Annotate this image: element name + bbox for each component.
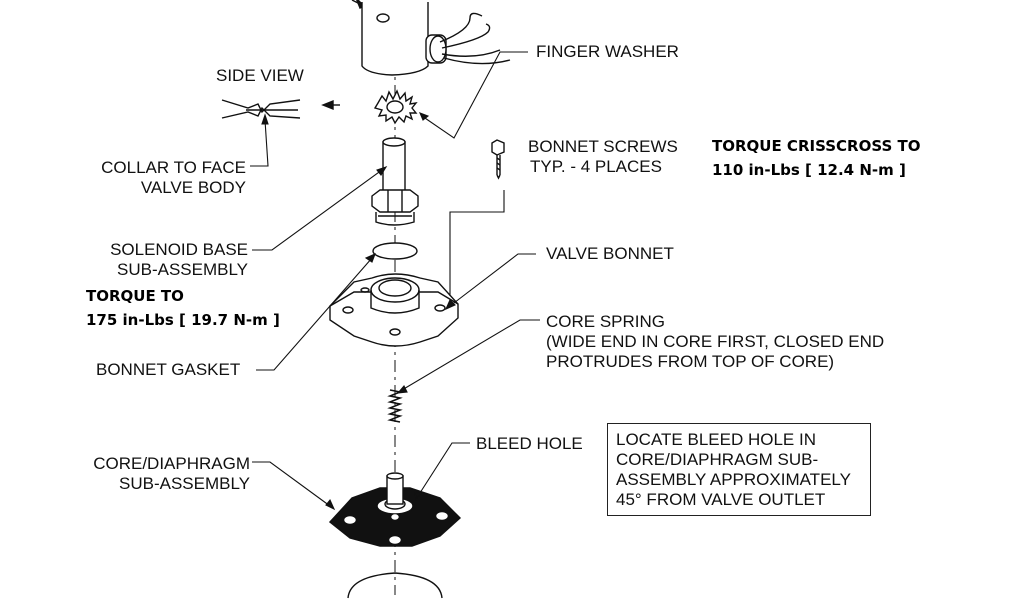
solenoid-base	[371, 137, 419, 226]
torque-crisscross-line-2: 110 in-Lbs [ 12.4 N-m ]	[712, 161, 906, 179]
label-collar: COLLAR TO FACE VALVE BODY	[90, 158, 246, 198]
note-line-2: CORE/DIAPHRAGM SUB-	[616, 450, 819, 469]
torque-base-line-1: TORQUE TO	[86, 287, 184, 305]
valve-body-top	[347, 572, 443, 599]
label-core-diaphragm: CORE/DIAPHRAGM SUB-ASSEMBLY	[80, 454, 250, 494]
torque-crisscross-note: TORQUE CRISSCROSS TO 110 in-Lbs [ 12.4 N…	[712, 134, 920, 182]
label-valve-bonnet: VALVE BONNET	[546, 244, 674, 263]
label-core-spring-line-3: PROTRUDES FROM TOP OF CORE)	[546, 352, 835, 371]
valve-bonnet	[329, 273, 459, 347]
bonnet-gasket	[372, 242, 418, 260]
torque-base-line-2: 175 in-Lbs [ 19.7 N-m ]	[86, 311, 280, 329]
label-solenoid-base-line-2: SUB-ASSEMBLY	[116, 260, 248, 279]
note-line-1: LOCATE BLEED HOLE IN	[616, 430, 816, 449]
bonnet-screw	[491, 139, 505, 180]
label-core-spring: CORE SPRING (WIDE END IN CORE FIRST, CLO…	[546, 312, 884, 372]
bleed-hole-note-box: LOCATE BLEED HOLE IN CORE/DIAPHRAGM SUB-…	[607, 423, 871, 516]
label-bonnet-screws: BONNET SCREWS TYP. - 4 PLACES	[528, 137, 678, 177]
torque-base-note: TORQUE TO 175 in-Lbs [ 19.7 N-m ]	[86, 284, 280, 332]
label-core-spring-line-1: CORE SPRING	[546, 312, 666, 331]
core-diaphragm	[328, 472, 462, 547]
core-spring	[387, 389, 403, 423]
label-side-view: SIDE VIEW	[216, 66, 304, 85]
label-collar-line-1: COLLAR TO FACE	[101, 158, 246, 177]
solenoid-coil	[361, 2, 511, 76]
finger-washer-side-view	[221, 99, 340, 119]
note-line-4: 45° FROM VALVE OUTLET	[616, 490, 826, 509]
label-solenoid-base-line-1: SOLENOID BASE	[110, 240, 248, 259]
label-bonnet-gasket: BONNET GASKET	[96, 360, 241, 379]
label-collar-line-2: VALVE BODY	[140, 178, 246, 197]
note-line-3: ASSEMBLY APPROXIMATELY	[616, 470, 851, 489]
label-bonnet-screws-line-2: TYP. - 4 PLACES	[530, 157, 662, 176]
torque-crisscross-line-1: TORQUE CRISSCROSS TO	[712, 137, 921, 155]
label-solenoid-base: SOLENOID BASE SUB-ASSEMBLY	[90, 240, 248, 280]
label-core-diaphragm-line-1: CORE/DIAPHRAGM	[93, 454, 250, 473]
leader-lines	[250, 51, 540, 511]
label-finger-washer: FINGER WASHER	[536, 42, 679, 61]
label-bonnet-screws-line-1: BONNET SCREWS	[528, 137, 678, 156]
finger-washer	[373, 89, 418, 125]
label-core-spring-line-2: (WIDE END IN CORE FIRST, CLOSED END	[546, 332, 885, 351]
label-core-diaphragm-line-2: SUB-ASSEMBLY	[118, 474, 250, 493]
label-bleed-hole: BLEED HOLE	[476, 434, 583, 453]
